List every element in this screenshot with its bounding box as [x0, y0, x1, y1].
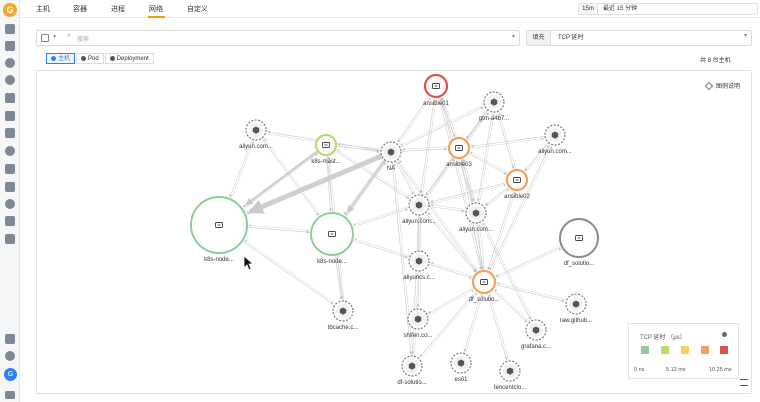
calendar-icon[interactable]	[5, 93, 15, 103]
active-tab-indicator	[148, 16, 165, 18]
legend-swatch	[720, 346, 728, 354]
monitor-icon[interactable]	[5, 24, 15, 34]
signal-icon[interactable]	[5, 199, 15, 209]
legend-mid: 5.12 ms	[666, 367, 686, 373]
help-icon[interactable]	[5, 351, 15, 361]
legend-toggle[interactable]: 图例说明	[704, 81, 740, 91]
tab-container[interactable]: 容器	[73, 6, 87, 13]
collapse-icon[interactable]	[5, 391, 15, 399]
cluster-icon[interactable]	[5, 58, 15, 68]
fill-select[interactable]: 填充 TCP 延时 ▾	[526, 30, 752, 46]
host-count: 共 8 台主机	[700, 58, 731, 64]
target-icon[interactable]	[5, 75, 15, 85]
security-icon[interactable]	[5, 216, 15, 226]
search-bar[interactable]: ▾ ⌕ 搜索 ▾	[36, 30, 520, 46]
user-avatar[interactable]: G	[4, 368, 17, 381]
bell-icon[interactable]	[5, 41, 15, 51]
legend-swatch	[701, 346, 709, 354]
grid-icon[interactable]	[5, 128, 15, 138]
legend-icon	[704, 82, 714, 91]
view-option-deployment[interactable]: Deployment	[104, 53, 154, 64]
legend-swatch	[641, 346, 649, 354]
search-input[interactable]: 搜索	[77, 37, 90, 43]
legend-max: 10.25 ms	[709, 367, 732, 373]
compass-icon[interactable]	[5, 146, 15, 156]
top-nav: 主机 容器 进程 网络 自定义 15m 最近 15 分钟	[20, 0, 760, 18]
view-switcher: 主机 Pod Deployment	[46, 53, 155, 64]
tab-custom[interactable]: 自定义	[187, 6, 208, 13]
filter-icon[interactable]	[5, 111, 15, 121]
chevron-down-icon[interactable]: ▾	[511, 34, 515, 40]
app-logo: G	[3, 3, 17, 17]
host-icon	[51, 56, 56, 61]
legend-swatch	[661, 346, 669, 354]
legend-panel: TCP 延时 （μs） 0 ns 5.12 ms 10.25 ms	[628, 323, 739, 379]
time-range-label: 最近 15 分钟	[603, 6, 638, 12]
tab-host[interactable]: 主机	[36, 6, 50, 13]
tab-process[interactable]: 进程	[111, 6, 125, 13]
rocket-icon[interactable]	[5, 182, 15, 192]
time-range-picker[interactable]: 15m 最近 15 分钟	[578, 3, 758, 15]
shield-icon[interactable]	[5, 164, 15, 174]
legend-swatch	[681, 346, 689, 354]
fill-label: 填充	[527, 31, 551, 45]
select-all-checkbox[interactable]	[41, 34, 49, 42]
gear-icon[interactable]	[722, 332, 727, 337]
search-icon: ⌕	[67, 32, 71, 39]
deployment-icon	[109, 56, 115, 61]
tab-network[interactable]: 网络	[149, 6, 163, 13]
view-option-pod[interactable]: Pod	[76, 53, 104, 64]
send-icon[interactable]	[5, 334, 15, 344]
settings-sliders-icon[interactable]	[5, 234, 15, 244]
chevron-down-icon[interactable]: ▾	[53, 34, 57, 40]
fill-value[interactable]: TCP 延时	[558, 35, 584, 41]
sidebar: G G	[0, 0, 20, 402]
list-view-icon[interactable]	[740, 379, 748, 386]
view-option-host[interactable]: 主机	[46, 53, 76, 64]
time-unit[interactable]: 15m	[579, 4, 598, 14]
legend-min: 0 ns	[634, 367, 645, 373]
mouse-cursor-icon	[243, 255, 255, 271]
pod-icon	[81, 56, 87, 61]
legend-title: TCP 延时 （μs）	[640, 335, 686, 341]
chevron-down-icon[interactable]: ▾	[743, 33, 747, 39]
